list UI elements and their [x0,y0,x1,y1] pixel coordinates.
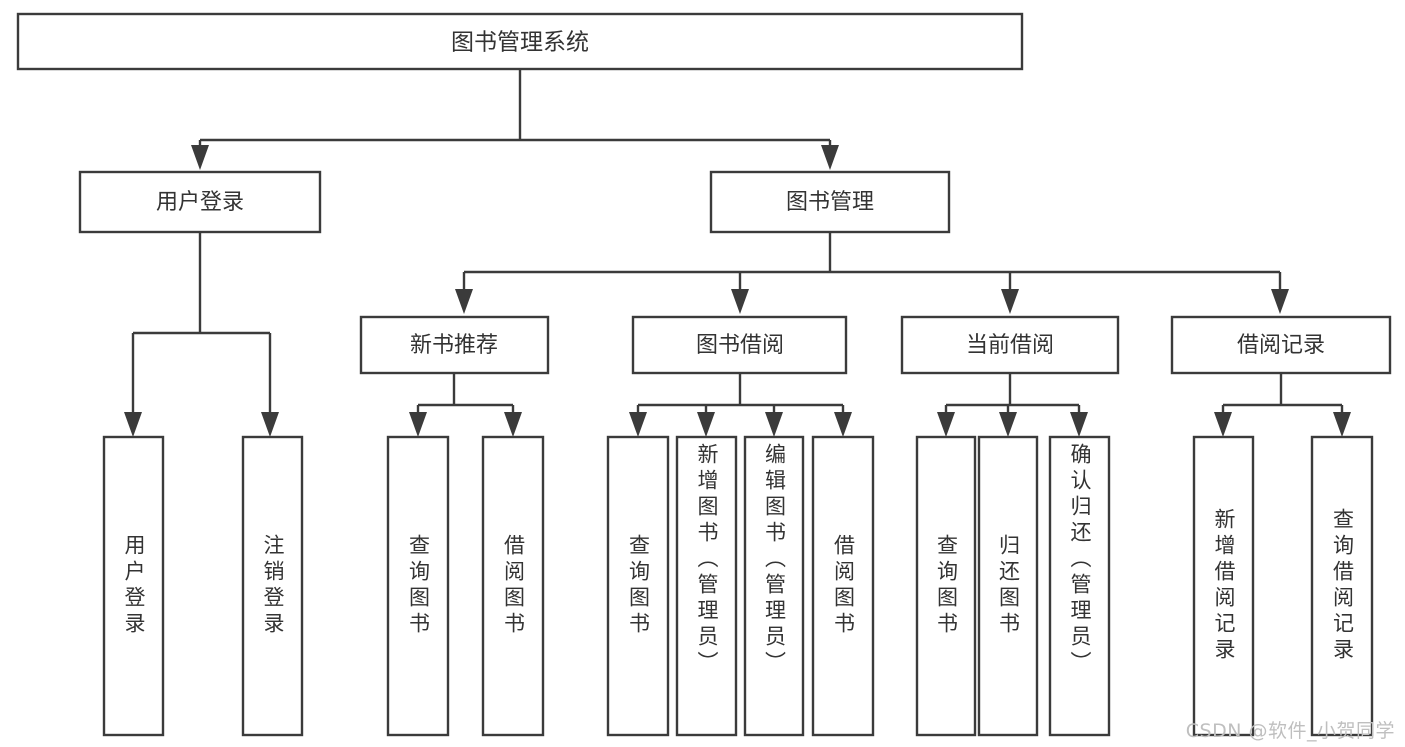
arrowhead-leaf-logout [261,412,279,437]
node-current-borrow[interactable]: 当前借阅 [900,315,1120,375]
current-borrow-label: 当前借阅 [966,333,1054,358]
current-borrow-box[interactable] [900,315,1120,375]
borrow-records-box[interactable] [1170,315,1392,375]
node-user-login[interactable]: 用户登录 [78,170,322,234]
leaf-box-logout[interactable] [241,435,304,737]
arrowhead-borrow-records [1271,289,1289,314]
leaf-box-confirm-return[interactable] [1048,435,1111,737]
node-borrow-records[interactable]: 借阅记录 [1170,315,1392,375]
leaf-box-query-book-1[interactable] [386,435,450,737]
node-book-borrow[interactable]: 图书借阅 [631,315,848,375]
arrowhead-leaf-borrow-book-1 [504,412,522,437]
root-label: 图书管理系统 [451,30,589,56]
node-book-manage[interactable]: 图书管理 [709,170,951,234]
leaf-box-return-book[interactable] [977,435,1039,737]
arrowhead-leaf-add-book [697,412,715,437]
leaf-box-edit-book[interactable] [743,435,805,737]
arrowhead-leaf-query-record [1333,412,1351,437]
arrowhead-book-borrow [731,289,749,314]
arrowhead-leaf-confirm-return [1070,412,1088,437]
arrowhead-leaf-query-book-2 [629,412,647,437]
leaf-box-borrow-book-2[interactable] [811,435,875,737]
book-borrow-label: 图书借阅 [696,333,784,358]
new-book-recommend-box[interactable] [359,315,550,375]
arrowhead-leaf-query-book-1 [409,412,427,437]
book-manage-label: 图书管理 [786,190,874,215]
leaf-box-user-login[interactable] [102,435,165,737]
arrowhead-leaf-add-record [1214,412,1232,437]
new-book-recommend-label: 新书推荐 [410,333,498,358]
root-box[interactable] [16,12,1024,71]
leaf-box-add-record[interactable] [1192,435,1255,737]
user-login-label: 用户登录 [156,190,244,215]
arrowhead-book-manage [821,145,839,170]
arrowhead-current-borrow [1001,289,1019,314]
leaf-box-borrow-book-1[interactable] [481,435,545,737]
arrowhead-leaf-edit-book [765,412,783,437]
arrowhead-leaf-return-book [999,412,1017,437]
book-borrow-box[interactable] [631,315,848,375]
arrowhead-leaf-user-login [124,412,142,437]
leaf-box-query-book-3[interactable] [915,435,977,737]
node-root[interactable]: 图书管理系统 [16,12,1024,71]
leaf-box-add-book[interactable] [675,435,738,737]
leaf-box-query-book-2[interactable] [606,435,670,737]
book-manage-box[interactable] [709,170,951,234]
watermark-text: CSDN @软件_小贺同学 [1185,720,1395,742]
borrow-records-label: 借阅记录 [1237,333,1325,358]
arrowhead-new-book-recommend [455,289,473,314]
arrowhead-leaf-query-book-3 [937,412,955,437]
node-new-book-recommend[interactable]: 新书推荐 [359,315,550,375]
leaf-box-query-record[interactable] [1310,435,1374,737]
arrowhead-leaf-borrow-book-2 [834,412,852,437]
arrowhead-user-login [191,145,209,170]
